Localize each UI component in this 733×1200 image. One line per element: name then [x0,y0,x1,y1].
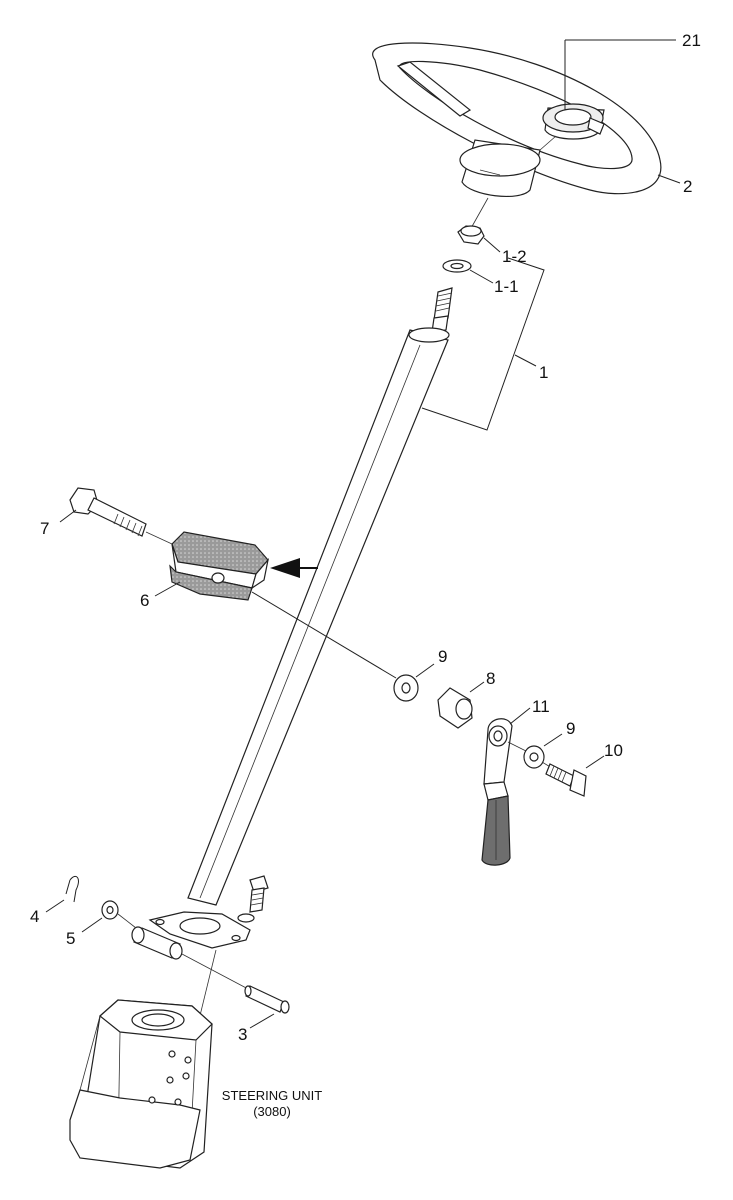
arrow-icon [270,558,318,578]
spacer-8 [437,687,473,729]
callout-2: 2 [683,177,692,196]
clamp-block [169,531,270,601]
leader-3 [249,1013,275,1029]
callout-1-1: 1-1 [494,277,519,296]
callout-bracket-1 [421,257,545,431]
centerline-pin [181,953,251,991]
leader-1-1 [469,269,494,284]
leader-9-left [415,663,435,678]
washer-9-right [523,745,545,769]
leader-8 [469,681,485,693]
shaft-tip [431,287,453,333]
clip-4 [65,875,79,903]
pin-3 [244,985,290,1014]
callout-3: 3 [238,1025,247,1044]
steering-unit-caption-line1: STEERING UNIT [222,1088,322,1103]
bolt-7 [69,487,147,537]
centerline-lever-2 [507,741,529,753]
callout-10: 10 [604,741,623,760]
washer-5 [101,900,119,920]
centerline-pivot-left [117,913,137,929]
callout-9-right: 9 [566,719,575,738]
column-flange [148,911,251,949]
steering-unit [69,999,213,1169]
callout-4: 4 [30,907,39,926]
leader-1 [514,354,537,367]
leader-9-right [543,733,563,747]
leader-5 [81,917,103,933]
callout-11: 11 [532,697,550,716]
washer-9-left [393,674,419,702]
leader-1-2 [483,237,501,253]
leader-4 [45,899,65,913]
tilt-lever [481,718,513,866]
centerline-7 [145,531,173,545]
callout-7: 7 [40,519,49,538]
washer-top [442,259,472,273]
callout-21: 21 [682,31,701,50]
nut [457,225,485,245]
leader-7 [59,509,77,523]
callout-9-left: 9 [438,647,447,666]
leader-10 [585,755,605,769]
callout-5: 5 [66,929,75,948]
steering-wheel [372,42,662,197]
leader-2 [657,174,681,184]
leader-6 [154,581,181,597]
pivot-tube [131,926,183,960]
callout-1-2: 1-2 [502,247,527,266]
steering-column [187,327,450,906]
callout-8: 8 [486,669,495,688]
flange-bolt [237,875,269,923]
steering-unit-caption-line2: (3080) [253,1104,291,1119]
leader-11 [509,707,531,725]
bolt-10 [545,763,587,797]
centerline-lever [251,591,397,679]
callout-1: 1 [539,363,548,382]
callout-6: 6 [140,591,149,610]
